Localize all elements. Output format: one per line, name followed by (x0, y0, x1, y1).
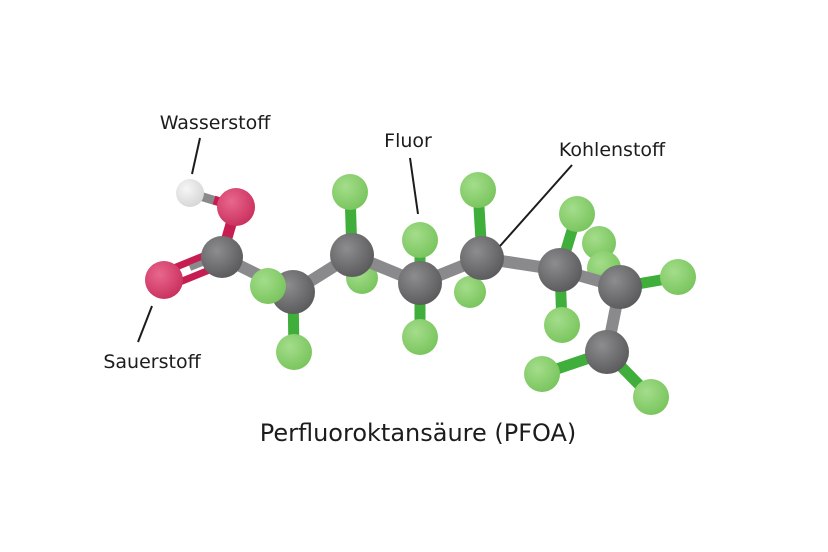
diagram-title: Perfluoroktansäure (PFOA) (260, 419, 577, 447)
label-fluorine: Fluor (384, 130, 432, 152)
leader-lines (137, 137, 573, 343)
carbon-atom-6 (538, 248, 582, 292)
leader-line-hydrogen (191, 137, 201, 175)
hydrogen-atom (176, 179, 204, 207)
fluorine-atom (454, 276, 486, 308)
fluorine-atom (332, 174, 368, 210)
label-carbon: Kohlenstoff (559, 139, 666, 161)
leader-line-carbon (499, 164, 573, 247)
label-oxygen: Sauerstoff (103, 351, 201, 373)
fluorine-atom (250, 268, 286, 304)
fluorine-atom (660, 259, 696, 295)
fluorine-atom (524, 356, 560, 392)
fluorine-atom (633, 379, 669, 415)
fluorine-atom (544, 307, 580, 343)
leader-line-fluorine (409, 157, 419, 215)
carbon-atom-7 (598, 265, 642, 309)
label-hydrogen: Wasserstoff (160, 112, 271, 134)
fluorine-atom (402, 222, 438, 258)
carbon-atom-8 (585, 330, 629, 374)
carbon-atom-4 (398, 261, 442, 305)
oxygen-atom-carbonyl (145, 261, 183, 299)
carbon-atom-5 (460, 236, 504, 280)
carbon-atom-1 (201, 236, 243, 278)
leader-line-oxygen (137, 305, 153, 343)
fluorine-atom (276, 334, 312, 370)
fluorine-atom (402, 319, 438, 355)
fluorine-atom (559, 196, 595, 232)
carbon-atom-3 (330, 233, 374, 277)
oxygen-atom-hydroxyl (217, 188, 255, 226)
front-fluorine-atoms (250, 196, 696, 415)
fluorine-atom (460, 172, 496, 208)
